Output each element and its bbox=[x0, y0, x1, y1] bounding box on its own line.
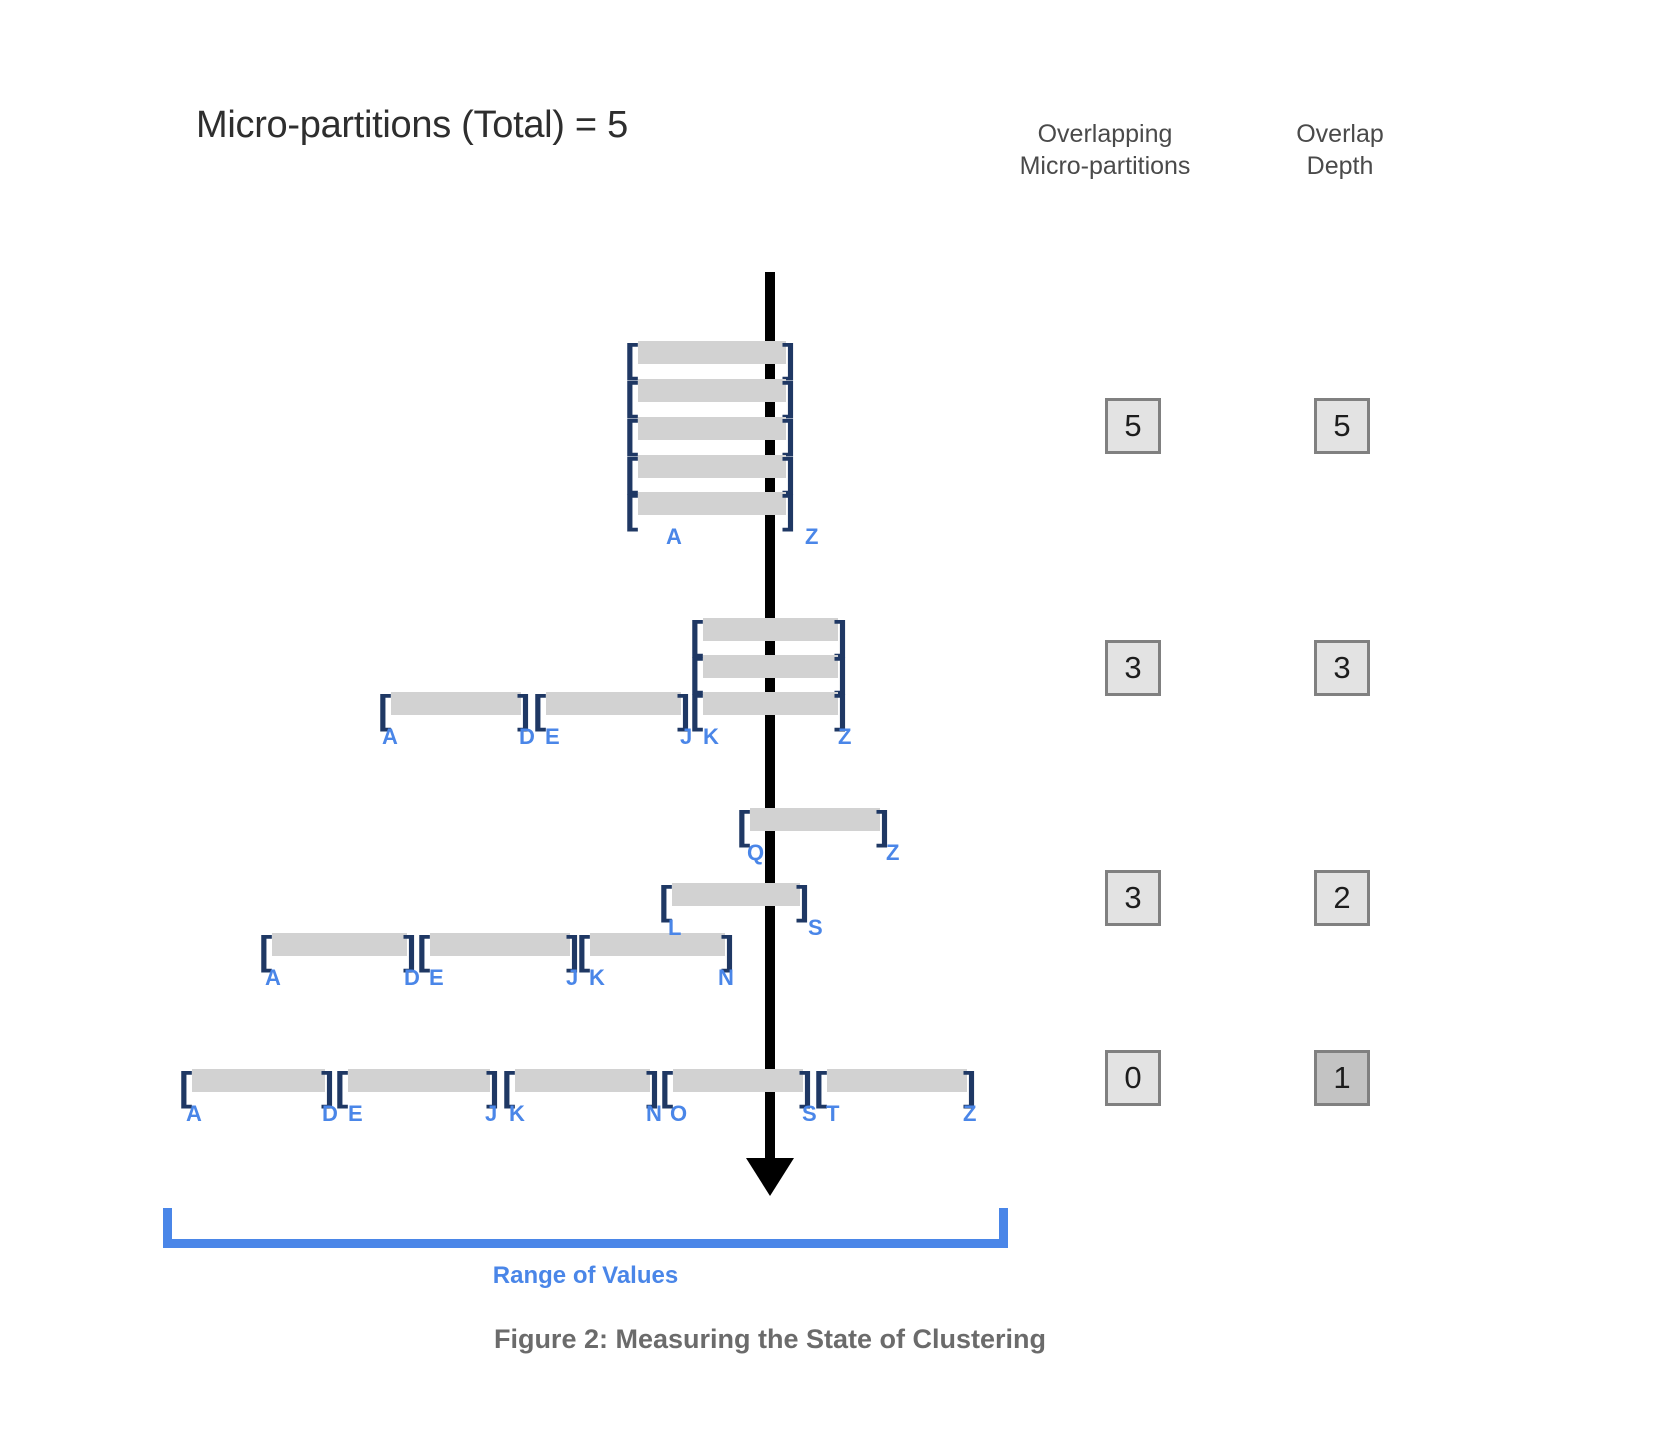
tick-label-a: A bbox=[382, 724, 398, 749]
overlap-depth-value: 2 bbox=[1314, 870, 1370, 926]
tick-label-n: N bbox=[718, 965, 734, 990]
tick-label-k: K bbox=[509, 1101, 525, 1126]
tick-label-e: E bbox=[429, 965, 444, 990]
micro-partition-bar bbox=[546, 692, 681, 715]
tick-label-l: L bbox=[668, 915, 682, 940]
tick-label-s: S bbox=[808, 915, 823, 940]
tick-label-a: A bbox=[666, 524, 682, 549]
column-header-overlap-depth: Overlap Depth bbox=[1250, 118, 1430, 182]
overlap-depth-value: 1 bbox=[1314, 1050, 1370, 1106]
tick-label-e: E bbox=[545, 724, 560, 749]
tick-label-q: Q bbox=[747, 840, 765, 865]
range-of-values-bracket bbox=[163, 1208, 1008, 1248]
page-title: Micro-partitions (Total) = 5 bbox=[196, 104, 628, 146]
header-line-1: Overlap bbox=[1296, 120, 1384, 148]
tick-label-n: N bbox=[646, 1101, 662, 1126]
tick-label-a: A bbox=[265, 965, 281, 990]
overlapping-micro-partitions-value: 0 bbox=[1105, 1050, 1161, 1106]
header-line-2: Depth bbox=[1306, 152, 1374, 180]
figure-caption: Figure 2: Measuring the State of Cluster… bbox=[493, 1324, 1047, 1354]
micro-partition-bar bbox=[348, 1069, 490, 1092]
micro-partition-bar bbox=[638, 492, 786, 515]
micro-partition-bar bbox=[672, 883, 800, 906]
vertical-axis-line bbox=[765, 272, 775, 1166]
micro-partition-bar bbox=[638, 455, 786, 478]
tick-label-z: Z bbox=[963, 1101, 977, 1126]
tick-label-t: T bbox=[826, 1101, 840, 1126]
micro-partition-bar bbox=[638, 379, 786, 402]
tick-label-j: J bbox=[680, 724, 693, 749]
micro-partition-bar bbox=[272, 933, 407, 956]
tick-label-o: O bbox=[670, 1101, 688, 1126]
overlap-depth-value: 3 bbox=[1314, 640, 1370, 696]
overlap-depth-value: 5 bbox=[1314, 398, 1370, 454]
micro-partition-bar bbox=[590, 933, 725, 956]
micro-partition-bar bbox=[703, 655, 838, 678]
micro-partition-bar bbox=[827, 1069, 967, 1092]
micro-partition-bar bbox=[391, 692, 521, 715]
overlapping-micro-partitions-value: 3 bbox=[1105, 870, 1161, 926]
overlapping-micro-partitions-value: 3 bbox=[1105, 640, 1161, 696]
tick-label-j: J bbox=[485, 1101, 498, 1126]
tick-label-s: S bbox=[802, 1101, 817, 1126]
header-line-1: Overlapping bbox=[1037, 120, 1173, 148]
header-line-2: Micro-partitions bbox=[1019, 152, 1191, 180]
tick-label-k: K bbox=[703, 724, 719, 749]
range-of-values-label: Range of Values bbox=[492, 1262, 679, 1289]
micro-partition-bar bbox=[703, 618, 838, 641]
tick-label-z: Z bbox=[838, 724, 852, 749]
micro-partition-bar bbox=[515, 1069, 650, 1092]
tick-label-e: E bbox=[348, 1101, 363, 1126]
micro-partition-bar bbox=[192, 1069, 325, 1092]
tick-label-k: K bbox=[589, 965, 605, 990]
tick-label-d: D bbox=[519, 724, 535, 749]
micro-partition-bar bbox=[703, 692, 838, 715]
micro-partition-bar bbox=[750, 808, 880, 831]
micro-partition-bar bbox=[638, 417, 786, 440]
overlapping-micro-partitions-value: 5 bbox=[1105, 398, 1161, 454]
tick-label-d: D bbox=[404, 965, 420, 990]
tick-label-z: Z bbox=[886, 840, 900, 865]
tick-label-j: J bbox=[566, 965, 579, 990]
tick-label-a: A bbox=[186, 1101, 202, 1126]
tick-label-z: Z bbox=[805, 524, 819, 549]
micro-partition-bar bbox=[673, 1069, 803, 1092]
column-header-overlapping-micro-partitions: Overlapping Micro-partitions bbox=[985, 118, 1225, 182]
micro-partition-bar bbox=[430, 933, 570, 956]
micro-partition-bar bbox=[638, 341, 786, 364]
axis-arrowhead-icon bbox=[746, 1158, 794, 1196]
tick-label-d: D bbox=[322, 1101, 338, 1126]
